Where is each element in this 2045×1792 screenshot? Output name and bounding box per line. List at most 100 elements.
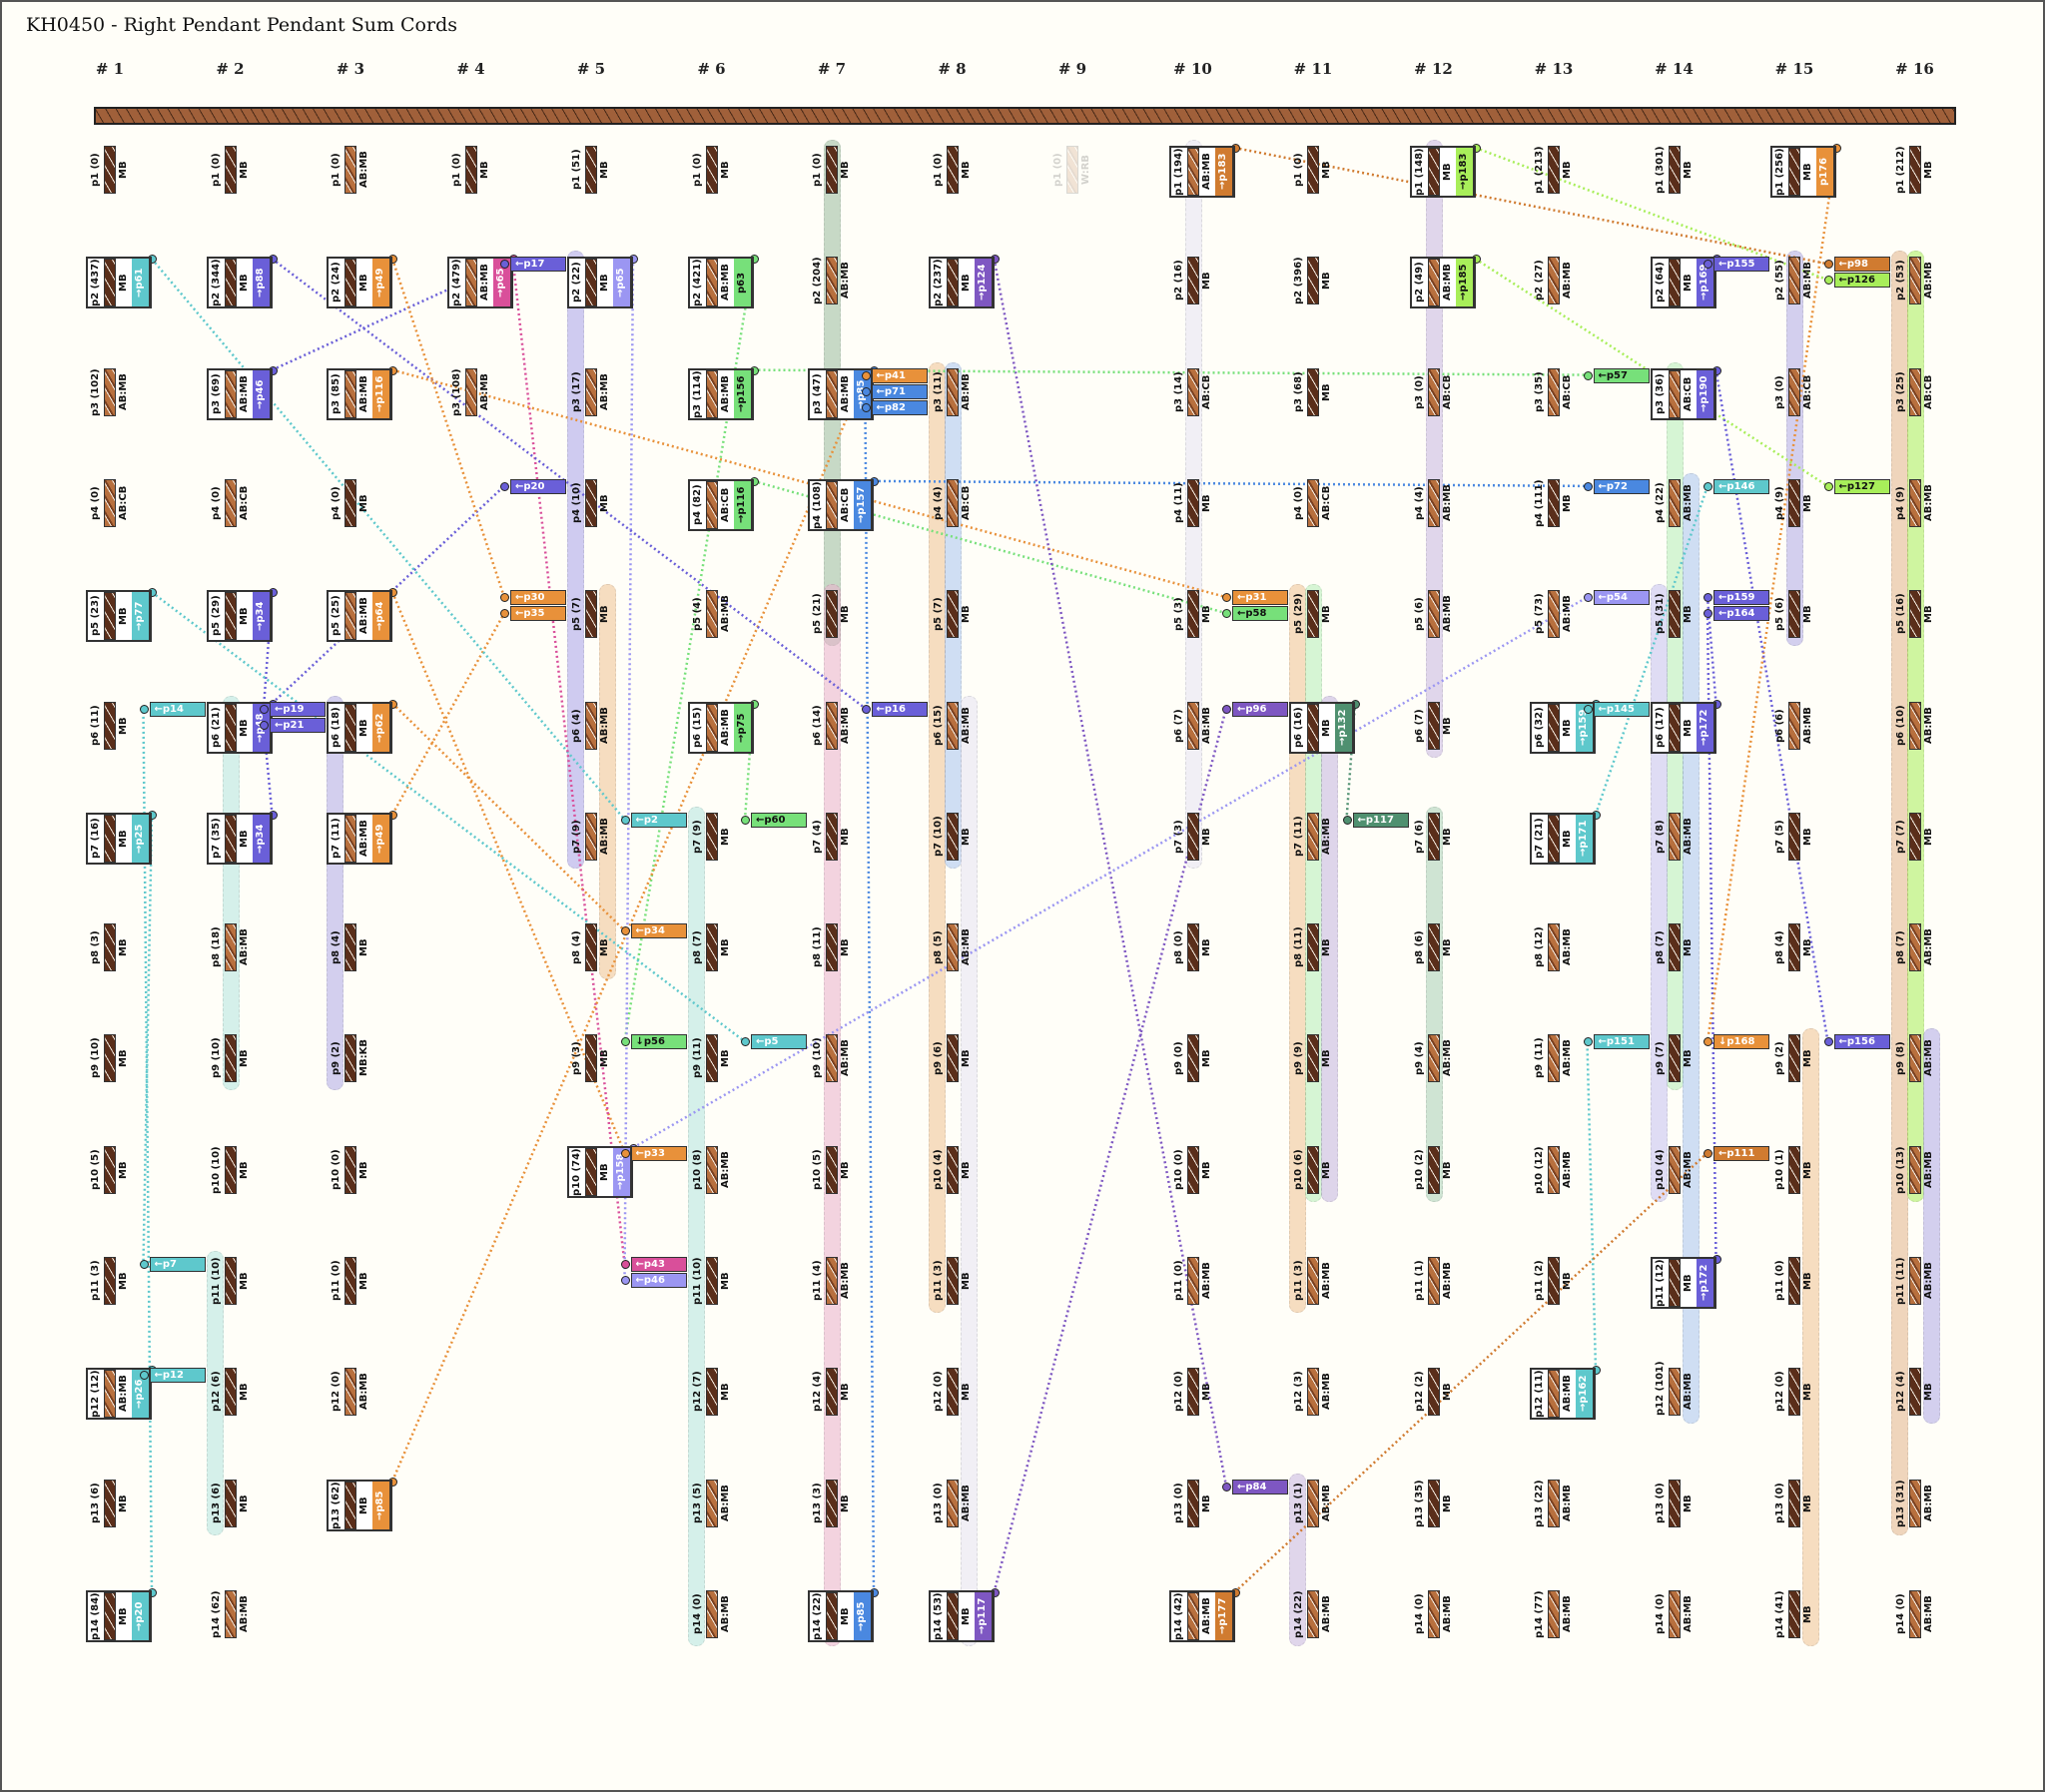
pendant-cord[interactable]: p4 (4)AB:CB: [929, 478, 977, 527]
pendant-cord[interactable]: p5 (73)AB:MB: [1530, 590, 1578, 639]
incoming-sum-tag[interactable]: ←p60: [751, 812, 807, 828]
pendant-cord[interactable]: p5 (6)AB:MB: [1410, 590, 1458, 639]
pendant-cord[interactable]: p5 (7)MB: [567, 590, 615, 639]
pendant-cord[interactable]: p7 (5)MB: [1770, 812, 1818, 861]
sum-target-label[interactable]: →p185: [1455, 259, 1474, 307]
pendant-cord[interactable]: p5 (6)MB: [1770, 590, 1818, 639]
incoming-sum-tag[interactable]: ←p98: [1833, 257, 1890, 273]
incoming-sum-tag[interactable]: ←p126: [1833, 273, 1890, 289]
pendant-cord[interactable]: p8 (3)MB: [86, 923, 134, 972]
pendant-cord[interactable]: p12 (12)AB:MB→p26: [86, 1368, 152, 1421]
sum-target-label[interactable]: →p183: [1455, 148, 1474, 196]
pendant-cord[interactable]: p7 (3)MB: [1169, 812, 1217, 861]
pendant-cord[interactable]: p12 (4)MB: [1891, 1368, 1939, 1417]
pendant-cord[interactable]: p10 (10)MB: [207, 1145, 255, 1194]
pendant-cord[interactable]: p2 (237)MB→p124: [928, 257, 995, 309]
pendant-cord[interactable]: p2 (344)MB→p88: [206, 257, 273, 309]
pendant-cord[interactable]: p4 (0)AB:CB: [86, 478, 134, 527]
incoming-sum-tag[interactable]: ←p14: [149, 701, 206, 717]
pendant-cord[interactable]: p6 (17)MB→p172: [1650, 701, 1716, 754]
pendant-cord[interactable]: p1 (51)MB: [567, 146, 615, 194]
pendant-cord[interactable]: p7 (6)MB: [1410, 812, 1458, 861]
pendant-cord[interactable]: p1 (0)MB: [808, 146, 856, 194]
pendant-cord[interactable]: p12 (0)MB: [929, 1368, 977, 1417]
pendant-cord[interactable]: p12 (4)MB: [808, 1368, 856, 1417]
incoming-sum-tag[interactable]: ←p35: [510, 606, 566, 622]
pendant-cord[interactable]: p9 (10)MB: [207, 1034, 255, 1083]
pendant-cord[interactable]: p6 (7)AB:MB: [1169, 701, 1217, 750]
pendant-cord[interactable]: p14 (53)MB→p117: [928, 1589, 995, 1642]
incoming-sum-tag[interactable]: ←p43: [630, 1257, 687, 1272]
pendant-cord[interactable]: p11 (0)MB: [327, 1257, 374, 1305]
incoming-sum-tag[interactable]: ←p71: [871, 383, 928, 399]
pendant-cord[interactable]: p9 (3)MB: [567, 1034, 615, 1083]
pendant-cord[interactable]: p5 (31)MB: [1651, 590, 1699, 639]
pendant-cord[interactable]: p1 (0)MB: [207, 146, 255, 194]
pendant-cord[interactable]: p1 (0)AB:MB: [327, 146, 374, 194]
sum-target-label[interactable]: →p77: [132, 592, 150, 641]
pendant-cord[interactable]: p11 (3)MB: [929, 1257, 977, 1305]
pendant-cord[interactable]: p7 (9)MB: [688, 812, 736, 861]
pendant-cord[interactable]: p4 (22)AB:MB: [1651, 478, 1699, 527]
pendant-cord[interactable]: p7 (11)AB:MB: [1289, 812, 1337, 861]
pendant-cord[interactable]: p2 (55)AB:MB: [1770, 257, 1818, 305]
pendant-cord[interactable]: p14 (41)MB: [1770, 1589, 1818, 1638]
pendant-cord[interactable]: p10 (0)MB: [327, 1145, 374, 1194]
sum-target-label[interactable]: →p157: [854, 480, 872, 529]
pendant-cord[interactable]: p9 (0)MB: [1169, 1034, 1217, 1083]
sum-target-label[interactable]: →p75: [733, 703, 752, 752]
sum-target-label[interactable]: →p64: [372, 592, 390, 641]
incoming-sum-tag[interactable]: ←p16: [871, 701, 928, 717]
sum-target-label[interactable]: →p49: [372, 814, 390, 863]
pendant-cord[interactable]: p1 (0)W:RB: [1048, 146, 1096, 194]
pendant-cord[interactable]: p4 (0)MB: [327, 478, 374, 527]
pendant-cord[interactable]: p9 (10)AB:MB: [808, 1034, 856, 1083]
pendant-cord[interactable]: p10 (74)MB→p158: [567, 1145, 633, 1198]
sum-target-label[interactable]: →p183: [1214, 148, 1233, 196]
pendant-cord[interactable]: p3 (36)AB:CB→p190: [1650, 367, 1716, 420]
pendant-cord[interactable]: p3 (114)AB:MB→p156: [687, 367, 754, 420]
pendant-cord[interactable]: p1 (148)MB→p183: [1409, 146, 1476, 198]
pendant-cord[interactable]: p8 (4)MB: [327, 923, 374, 972]
sum-target-label[interactable]: →p116: [733, 480, 752, 529]
pendant-cord[interactable]: p12 (0)MB: [1770, 1368, 1818, 1417]
sum-target-label[interactable]: →p20: [132, 1591, 150, 1640]
pendant-cord[interactable]: p13 (6)MB: [86, 1479, 134, 1527]
pendant-cord[interactable]: p4 (82)AB:CB→p116: [687, 478, 754, 531]
pendant-cord[interactable]: p13 (0)MB: [1770, 1479, 1818, 1527]
pendant-cord[interactable]: p5 (29)MB→p34: [206, 590, 273, 643]
pendant-cord[interactable]: p5 (16)MB: [1891, 590, 1939, 639]
pendant-cord[interactable]: p11 (10)MB: [207, 1257, 255, 1305]
pendant-cord[interactable]: p8 (11)MB: [1289, 923, 1337, 972]
pendant-cord[interactable]: p2 (64)MB→p169: [1650, 257, 1716, 309]
pendant-cord[interactable]: p1 (0)MB: [86, 146, 134, 194]
pendant-cord[interactable]: p2 (27)AB:MB: [1530, 257, 1578, 305]
sum-target-label[interactable]: →p172: [1696, 1259, 1714, 1307]
incoming-sum-tag[interactable]: ←p117: [1352, 812, 1409, 828]
pendant-cord[interactable]: p7 (35)MB→p34: [206, 812, 273, 865]
incoming-sum-tag[interactable]: ←p20: [510, 478, 566, 494]
pendant-cord[interactable]: p7 (11)AB:MB→p49: [327, 812, 392, 865]
pendant-cord[interactable]: p11 (10)MB: [688, 1257, 736, 1305]
pendant-cord[interactable]: p10 (13)AB:MB: [1891, 1145, 1939, 1194]
pendant-cord[interactable]: p4 (4)AB:MB: [1410, 478, 1458, 527]
pendant-cord[interactable]: p2 (53)AB:MB: [1891, 257, 1939, 305]
pendant-cord[interactable]: p4 (9)AB:MB: [1891, 478, 1939, 527]
sum-target-label[interactable]: →p62: [372, 703, 390, 752]
pendant-cord[interactable]: p3 (0)AB:CB: [1770, 367, 1818, 416]
pendant-cord[interactable]: p4 (10)MB: [567, 478, 615, 527]
pendant-cord[interactable]: p8 (4)MB: [567, 923, 615, 972]
incoming-sum-tag[interactable]: ←p145: [1593, 701, 1650, 717]
pendant-cord[interactable]: p14 (0)AB:MB: [1651, 1589, 1699, 1638]
pendant-cord[interactable]: p13 (31)AB:MB: [1891, 1479, 1939, 1527]
pendant-cord[interactable]: p7 (9)AB:MB: [567, 812, 615, 861]
pendant-cord[interactable]: p2 (396)MB: [1289, 257, 1337, 305]
pendant-cord[interactable]: p14 (84)MB→p20: [86, 1589, 152, 1642]
pendant-cord[interactable]: p1 (0)MB: [447, 146, 495, 194]
pendant-cord[interactable]: p12 (3)AB:MB: [1289, 1368, 1337, 1417]
pendant-cord[interactable]: p4 (0)AB:CB: [207, 478, 255, 527]
incoming-sum-tag[interactable]: ←p72: [1593, 478, 1650, 494]
pendant-cord[interactable]: p1 (301)MB: [1651, 146, 1699, 194]
sum-target-label[interactable]: →p177: [1214, 1591, 1233, 1640]
